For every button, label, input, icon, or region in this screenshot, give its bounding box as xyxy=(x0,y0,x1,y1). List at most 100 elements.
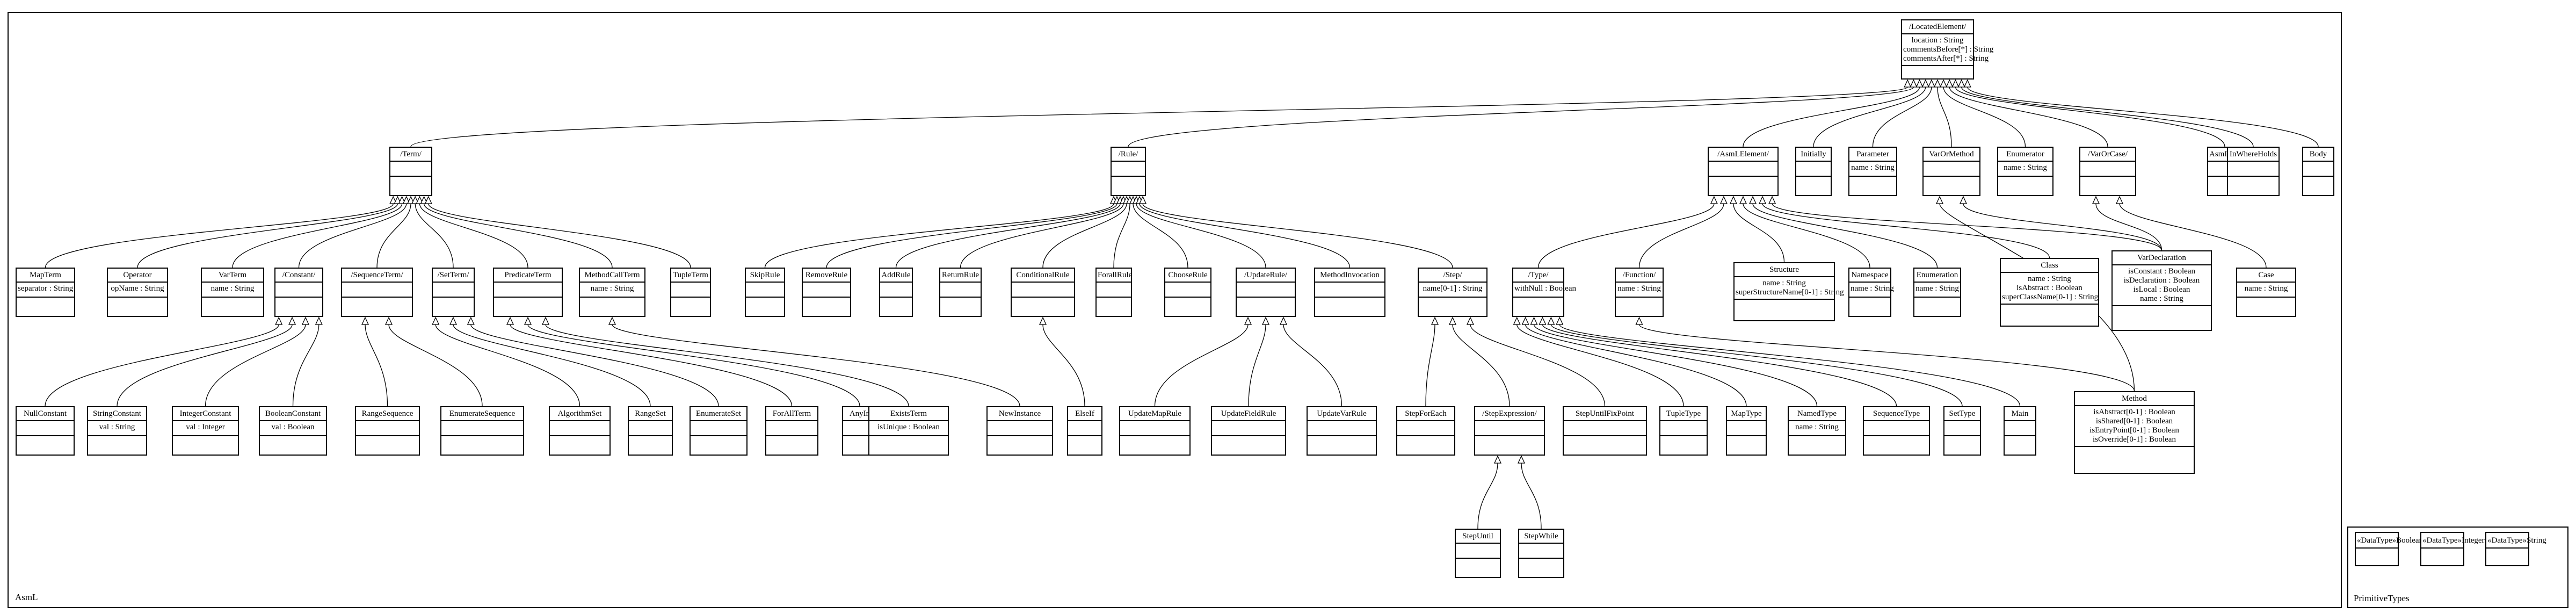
generalization-arrowhead xyxy=(384,316,393,325)
class-operations xyxy=(1212,436,1285,455)
generalization-tuple-term-to-term xyxy=(428,203,691,268)
class-attributes xyxy=(1308,421,1376,436)
class-operations xyxy=(803,298,850,316)
class-operations xyxy=(441,436,523,455)
class-attributes: name[0-1] : String xyxy=(1419,283,1486,298)
class-attribute: isConstant : Boolean xyxy=(2128,267,2195,276)
class-attributes xyxy=(1012,283,1074,298)
class-attributes xyxy=(1068,421,1101,436)
class-operations xyxy=(433,298,474,316)
class-attribute: name : String xyxy=(2244,284,2288,293)
class-operations xyxy=(1513,298,1563,316)
generalization-arrowhead xyxy=(424,196,432,204)
class-attributes xyxy=(880,283,912,298)
class-name: UpdateVarRule xyxy=(1308,407,1376,421)
generalization-method-invocation-to-rule xyxy=(1139,203,1351,268)
package-primitive-types: PrimitiveTypes xyxy=(2347,527,2568,608)
class-attributes: name : String xyxy=(1789,421,1845,436)
generalization-arrowhead xyxy=(1710,196,1718,204)
class-attribute: name : String xyxy=(1617,284,1661,293)
class-attribute: isAbstract[0-1] : Boolean xyxy=(2093,408,2175,416)
class-attribute: name : String xyxy=(1795,423,1839,431)
class-attribute: withNull : Boolean xyxy=(1514,284,1576,293)
generalization-map-term-to-term xyxy=(45,203,394,268)
class-operations xyxy=(1727,436,1766,455)
class-operations xyxy=(988,436,1052,455)
class-name: Enumerator xyxy=(1998,148,2052,162)
class-attributes xyxy=(1212,421,1285,436)
generalization-arrowhead xyxy=(2092,196,2100,204)
generalization-arrowhead xyxy=(524,316,532,325)
class-operations xyxy=(2237,298,2295,316)
class-name: SetType xyxy=(1944,407,1980,421)
class-sequence-type: SequenceType xyxy=(1863,406,1930,456)
class-attribute: commentsAfter[*] : String xyxy=(1903,54,1989,63)
class-attribute: superStructureName[0-1] : String xyxy=(1736,288,1844,297)
generalization-step-for-each-to-step xyxy=(1425,324,1435,407)
class-operations xyxy=(629,436,672,455)
class-set-term: /SetTerm/ xyxy=(432,268,475,317)
class-name: InWhereHolds xyxy=(2228,148,2279,162)
class-operations xyxy=(1849,298,1890,316)
class-null-constant: NullConstant xyxy=(16,406,75,456)
generalization-arrowhead xyxy=(1521,316,1529,325)
class-attributes xyxy=(1397,421,1454,436)
class-attributes xyxy=(1796,162,1831,177)
class-operations xyxy=(1796,177,1831,195)
class-tuple-term: TupleTerm xyxy=(670,268,711,317)
class-attribute: val : Integer xyxy=(186,423,225,431)
class-map-type: MapType xyxy=(1726,406,1767,456)
generalization-arrowhead xyxy=(1768,196,1776,204)
generalization-step-while-to-step-expression xyxy=(1521,463,1542,529)
class-name: VarOrMethod xyxy=(1924,148,1979,162)
generalization-arrowhead xyxy=(275,316,283,325)
class-name: /UpdateRule/ xyxy=(1237,269,1295,283)
generalization-parameter-to-located-element xyxy=(1872,86,1932,147)
class-operations xyxy=(2228,177,2279,195)
class-name: ReturnRule xyxy=(940,269,981,283)
class-operations xyxy=(869,436,948,455)
generalization-arrowhead xyxy=(541,316,550,325)
class-name: MapTerm xyxy=(17,269,74,283)
class-attributes: withNull : Boolean xyxy=(1513,283,1576,298)
class-term: /Term/ xyxy=(389,147,432,196)
class-operations xyxy=(940,298,981,316)
datatype-integer: «DataType»Integer xyxy=(2420,532,2485,566)
class-attributes xyxy=(1120,421,1189,436)
class-name: /Term/ xyxy=(390,148,431,162)
class-operations xyxy=(1616,298,1663,316)
class-attributes xyxy=(275,283,322,298)
package-label: PrimitiveTypes xyxy=(2354,593,2410,603)
generalization-arrowhead xyxy=(1039,316,1047,325)
class-name: StepWhile xyxy=(1519,530,1563,544)
class-attributes xyxy=(746,283,784,298)
class-operations xyxy=(1397,436,1454,455)
class-attribute: name : String xyxy=(1762,279,1806,287)
class-attribute: isLocal : Boolean xyxy=(2133,285,2190,294)
class-name: VarTerm xyxy=(202,269,263,283)
class-attributes xyxy=(390,162,431,177)
class-name: RangeSequence xyxy=(356,407,419,421)
class-remove-rule: RemoveRule xyxy=(802,268,851,317)
generalization-map-type-to-type xyxy=(1525,324,1747,407)
class-operations xyxy=(1097,298,1131,316)
class-attributes: opName : String xyxy=(108,283,167,298)
class-attributes xyxy=(550,421,609,436)
generalization-forall-rule-to-rule xyxy=(1113,203,1130,268)
generalization-step-expression-to-step xyxy=(1452,324,1510,407)
generalization-var-declaration-to-var-or-method xyxy=(1963,203,2163,251)
class-name: ChooseRule xyxy=(1165,269,1210,283)
class-attributes xyxy=(2303,162,2333,177)
class-update-field-rule: UpdateFieldRule xyxy=(1211,406,1286,456)
class-attributes xyxy=(433,283,474,298)
class-attribute: name : String xyxy=(590,284,634,293)
class-name: AddRule xyxy=(880,269,912,283)
